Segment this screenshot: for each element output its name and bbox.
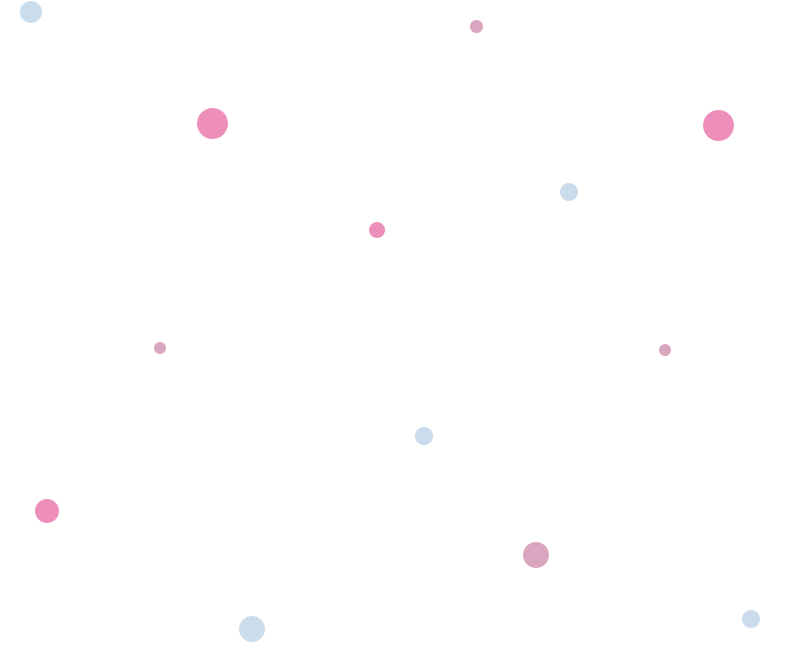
- light-blue-dot: [415, 427, 433, 445]
- light-blue-dot: [239, 616, 265, 642]
- hot-pink-dot: [35, 499, 59, 523]
- light-blue-dot: [742, 610, 760, 628]
- hot-pink-dot: [196, 107, 228, 139]
- light-blue-dot: [560, 183, 578, 201]
- mauve-dot: [523, 542, 549, 568]
- hot-pink-dot: [702, 109, 734, 141]
- mauve-dot: [659, 344, 671, 356]
- hot-pink-dot: [369, 222, 385, 238]
- mauve-dot: [469, 19, 483, 33]
- light-blue-dot: [20, 1, 42, 23]
- mauve-dot: [154, 342, 166, 354]
